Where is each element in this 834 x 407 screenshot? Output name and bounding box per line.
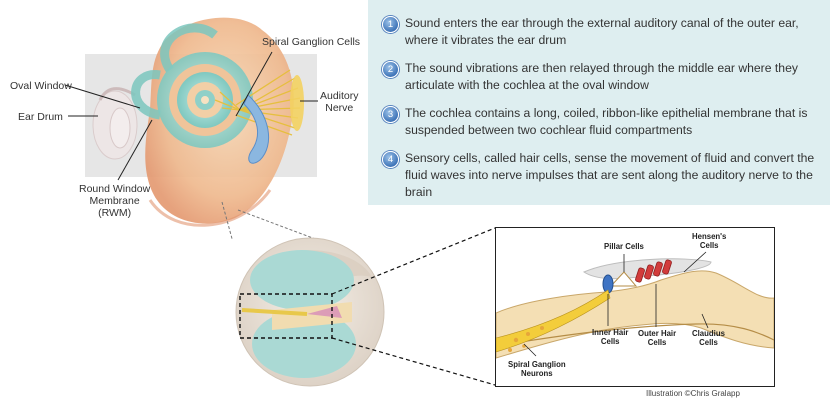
label-hensens-cells: Hensen's Cells bbox=[692, 232, 727, 250]
organ-of-corti-detail: Pillar Cells Hensen's Cells Inner Hair C… bbox=[495, 227, 775, 387]
cochlea-spiral bbox=[157, 52, 253, 148]
organ-of-corti-illustration bbox=[496, 228, 774, 386]
connector-lines bbox=[221, 201, 319, 240]
step-number-badge: 4 bbox=[382, 151, 399, 168]
label-auditory-nerve: Auditory Nerve bbox=[320, 90, 359, 114]
label-claudius-cells: Claudius Cells bbox=[692, 329, 725, 347]
step-text: The cochlea contains a long, coiled, rib… bbox=[405, 106, 808, 137]
step-text: Sound enters the ear through the externa… bbox=[405, 16, 799, 47]
inner-ear-illustration bbox=[64, 17, 319, 240]
step-item: 4 Sensory cells, called hair cells, sens… bbox=[382, 150, 822, 201]
label-spiral-ganglion-cells: Spiral Ganglion Cells bbox=[262, 36, 361, 48]
step-item: 3 The cochlea contains a long, coiled, r… bbox=[382, 105, 822, 139]
ear-drum-region bbox=[92, 87, 138, 160]
cochlea-cross-section bbox=[235, 237, 385, 387]
step-number-badge: 3 bbox=[382, 106, 399, 123]
pointer-lines bbox=[64, 51, 318, 181]
label-round-window: Round Window Membrane (RWM) bbox=[79, 183, 151, 219]
label-pillar-cells: Pillar Cells bbox=[604, 242, 644, 251]
step-number-badge: 1 bbox=[382, 16, 399, 33]
detail-region-box bbox=[239, 293, 333, 339]
step-number-badge: 2 bbox=[382, 61, 399, 78]
label-spiral-ganglion-neurons: Spiral Ganglion Neurons bbox=[508, 360, 566, 378]
semicircular-canals bbox=[131, 23, 218, 120]
step-item: 1 Sound enters the ear through the exter… bbox=[382, 15, 822, 49]
steps-panel: 1 Sound enters the ear through the exter… bbox=[368, 0, 830, 205]
illustration-credit: Illustration ©Chris Gralapp bbox=[646, 389, 740, 398]
label-oval-window: Oval Window bbox=[10, 80, 72, 92]
label-outer-hair-cells: Outer Hair Cells bbox=[638, 329, 677, 347]
label-inner-hair-cells: Inner Hair Cells bbox=[592, 328, 629, 346]
cochlear-duct bbox=[243, 94, 270, 164]
step-item: 2 The sound vibrations are then relayed … bbox=[382, 60, 822, 94]
step-text: Sensory cells, called hair cells, sense … bbox=[405, 151, 815, 199]
step-text: The sound vibrations are then relayed th… bbox=[405, 61, 798, 92]
label-ear-drum: Ear Drum bbox=[18, 111, 63, 123]
